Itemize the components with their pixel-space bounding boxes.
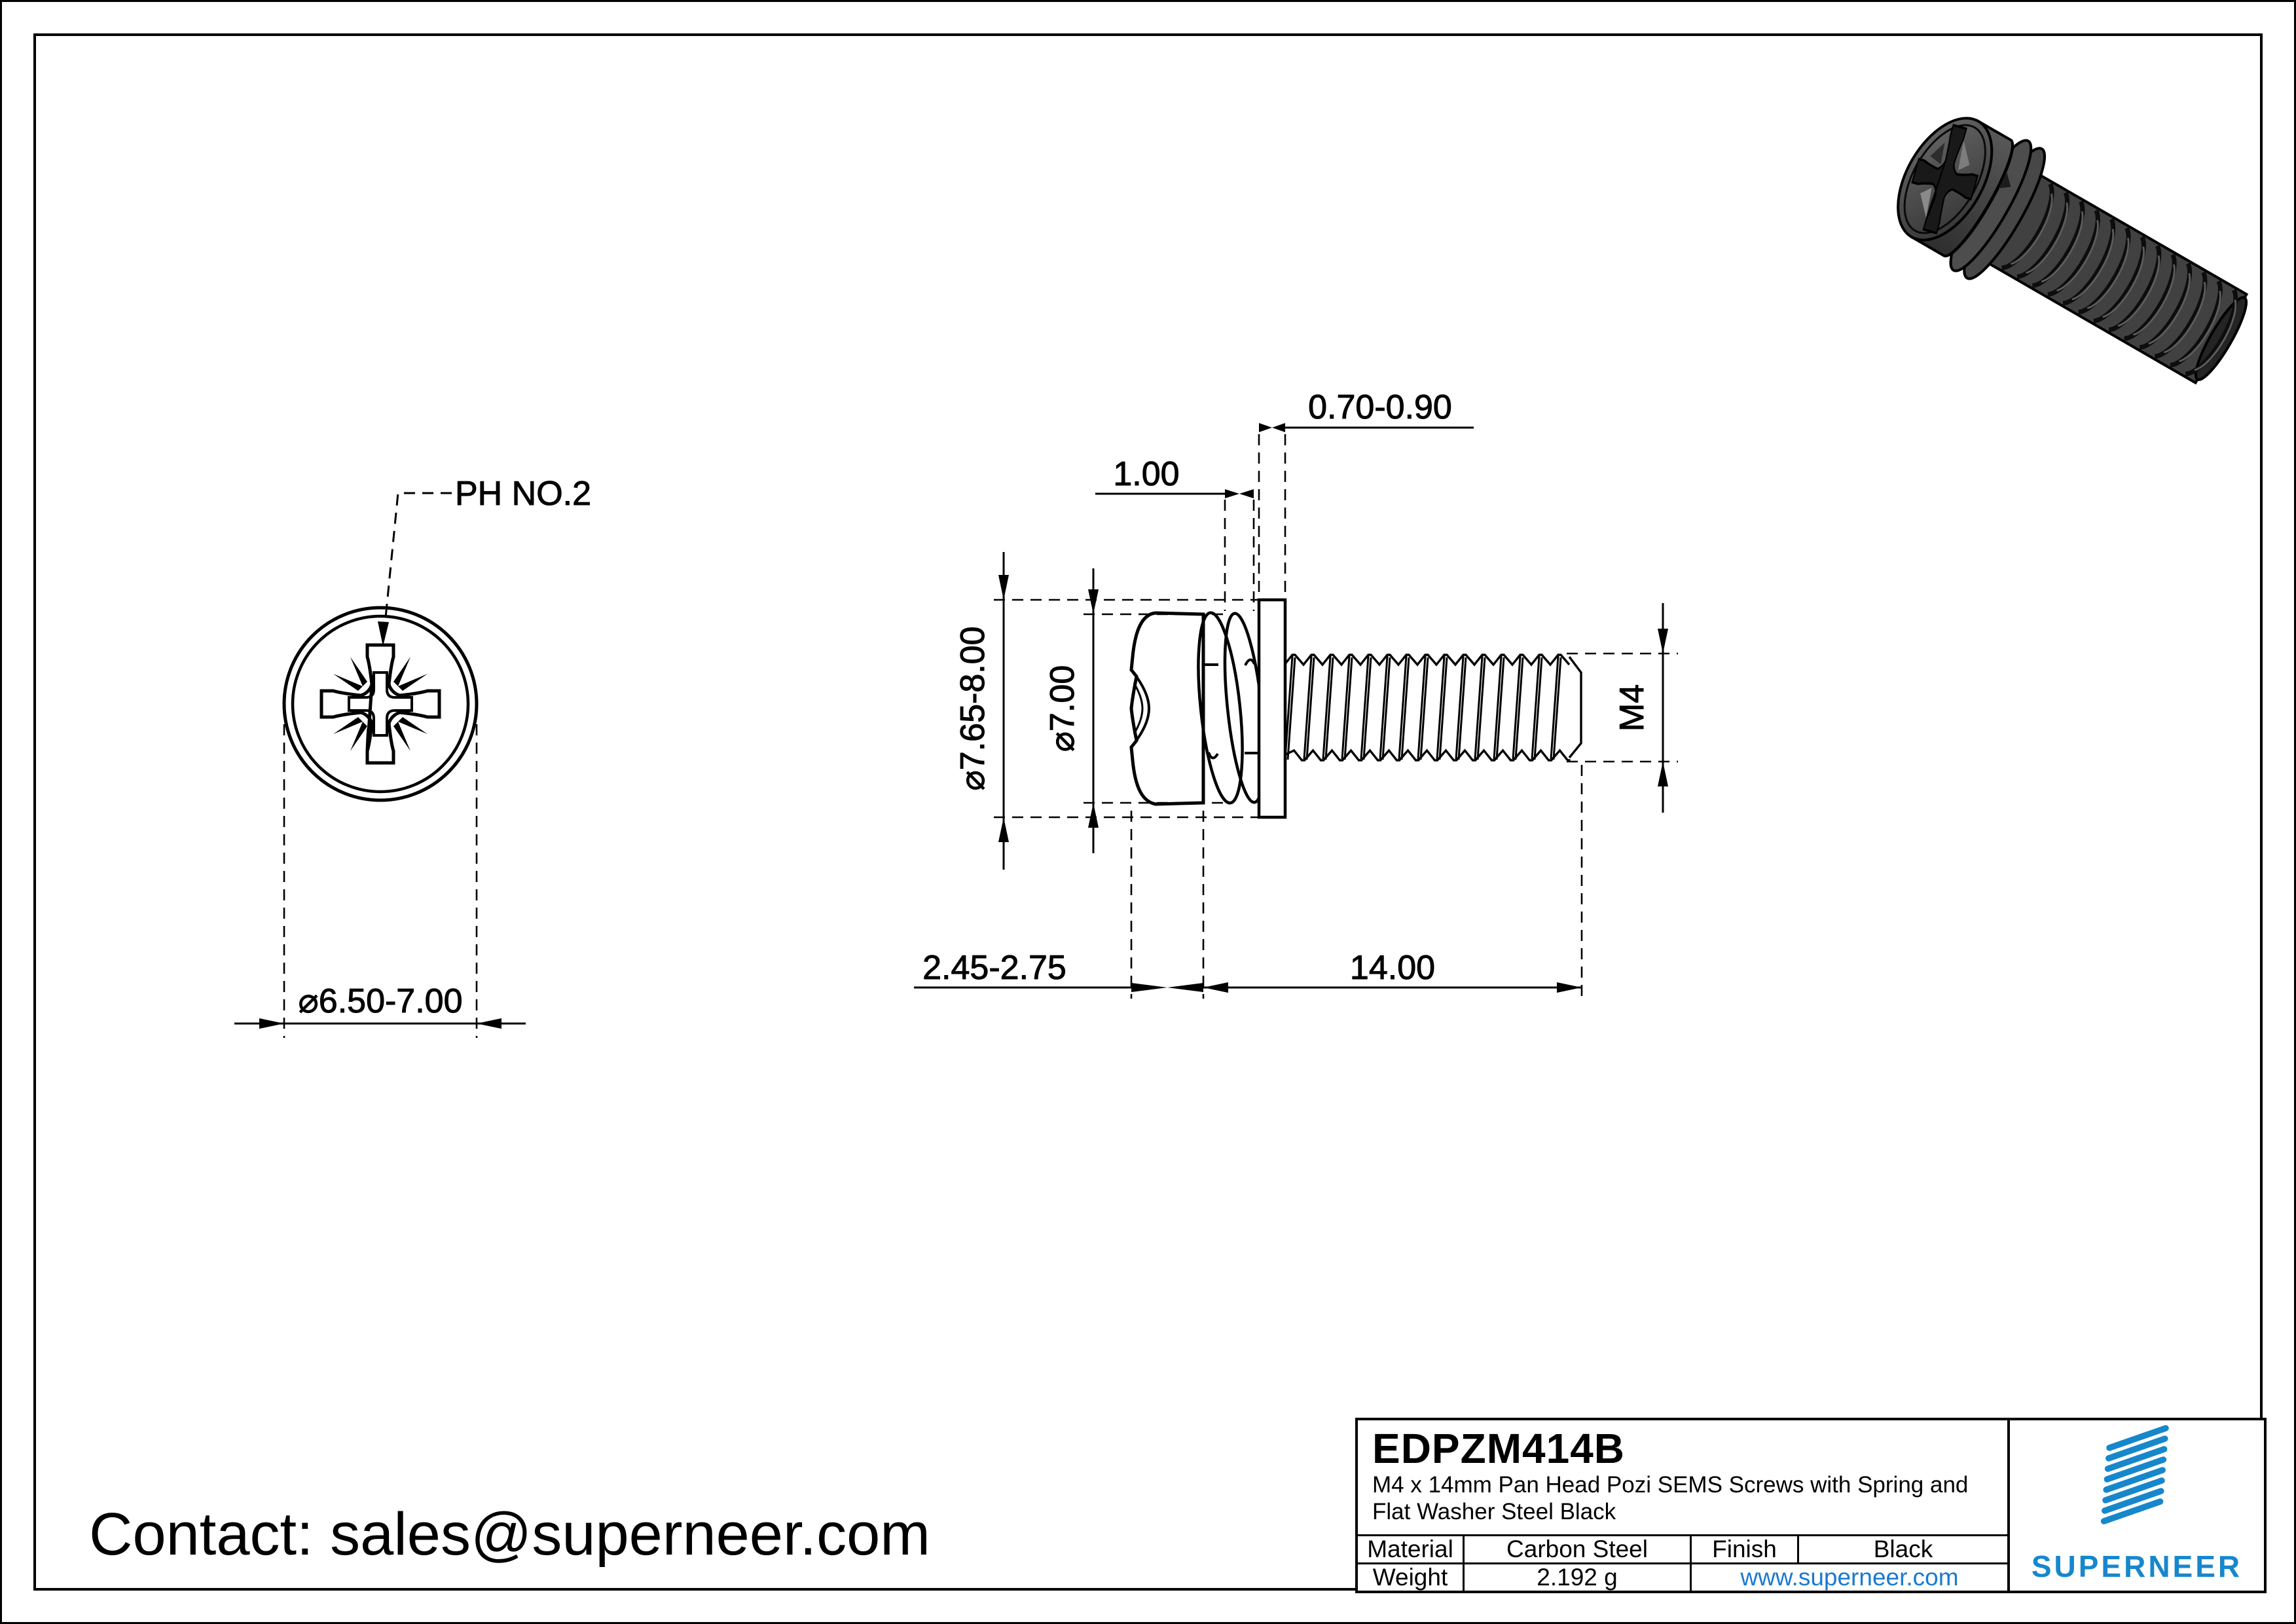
dim-flat-washer-od: ⌀7.65-8.00 (954, 552, 1260, 870)
dim-spring-thickness-text: 1.00 (1113, 455, 1179, 493)
dim-spring-washer-thickness: 1.00 (1095, 455, 1255, 611)
website-link[interactable]: www.superneer.com (1740, 1564, 1959, 1591)
brand-name: SUPERNEER (2031, 1549, 2243, 1583)
brand-logo-cell: SUPERNEER (2010, 1420, 2264, 1591)
head-inner-circle (291, 614, 470, 794)
superneer-logo-stripes-icon (2100, 1425, 2169, 1524)
dim-washer-thickness-text: 0.70-0.90 (1308, 388, 1452, 426)
dim-head-od-text: ⌀7.00 (1044, 665, 1082, 752)
weight-value: 2.192 g (1465, 1564, 1692, 1591)
material-finish-row: Material Carbon Steel Finish Black (1358, 1534, 2007, 1562)
part-description-line2: Flat Washer Steel Black (1372, 1499, 1616, 1524)
finish-value: Black (1873, 1536, 1933, 1562)
pan-head-profile (1129, 611, 1205, 806)
dim-head-height-text: 2.45-2.75 (922, 949, 1066, 987)
screw-3d-render (1897, 117, 2249, 385)
dim-thread-spec-text: M4 (1613, 684, 1651, 731)
drawing-frame-border (33, 33, 2263, 1591)
threaded-shank (1283, 654, 1582, 762)
head-outer-circle (282, 606, 479, 802)
material-value: Carbon Steel (1465, 1536, 1692, 1562)
weight-label: Weight (1358, 1564, 1465, 1591)
contact-text: Contact: sales@superneer.com (89, 1501, 930, 1568)
dim-bottom-lengths: 2.45-2.75 14.00 (914, 765, 1583, 999)
title-block: EDPZM414B M4 x 14mm Pan Head Pozi SEMS S… (1355, 1418, 2267, 1593)
part-number: EDPZM414B (1372, 1425, 1625, 1472)
pozi-recess-side-line2 (1133, 682, 1144, 735)
weight-website-row: Weight 2.192 g www.superneer.com (1358, 1562, 2007, 1591)
drive-label: PH NO.2 (455, 475, 591, 513)
drive-leader (378, 492, 452, 646)
dim-flat-washer-thickness: 0.70-0.90 (1258, 388, 1474, 597)
flat-washer (1257, 598, 1287, 819)
dim-head-diameter-front: ⌀6.50-7.00 (234, 706, 526, 1038)
part-description-cell: EDPZM414B M4 x 14mm Pan Head Pozi SEMS S… (1358, 1420, 2007, 1534)
dim-front-diameter-text: ⌀6.50-7.00 (298, 982, 462, 1020)
dim-washer-od-text: ⌀7.65-8.00 (954, 626, 992, 790)
finish-label: Finish (1692, 1536, 1799, 1562)
dim-thread-spec: M4 (1567, 603, 1678, 813)
leader-arrow-icon (378, 621, 389, 646)
pozi-recess-front (321, 645, 439, 763)
side-view: 0.70-0.90 1.00 ⌀7.65-8.00 (914, 388, 1678, 999)
part-description-line1: M4 x 14mm Pan Head Pozi SEMS Screws with… (1372, 1472, 1969, 1498)
title-block-info: EDPZM414B M4 x 14mm Pan Head Pozi SEMS S… (1358, 1420, 2010, 1591)
pozi-recess-side-line (1136, 676, 1151, 741)
dim-head-od: ⌀7.00 (1044, 568, 1225, 853)
pozi-id-spikes (333, 657, 428, 751)
material-label: Material (1358, 1536, 1465, 1562)
render-pozi-recess (1899, 117, 1991, 241)
front-view: PH NO.2 ⌀6.50-7.00 (234, 475, 592, 1038)
dim-thread-length-text: 14.00 (1350, 949, 1435, 987)
